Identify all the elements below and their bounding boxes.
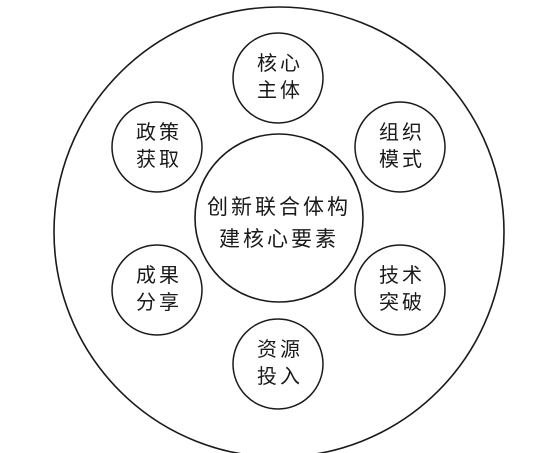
center-element: 创新联合体构 建核心要素	[194, 133, 364, 303]
node-label-line2: 模式	[379, 147, 425, 171]
node-circle	[111, 101, 203, 193]
node-label-line2: 分享	[136, 290, 182, 314]
node-label-line2: 获取	[136, 147, 182, 171]
node-resource-input: 资源 投入	[232, 318, 324, 410]
node-label-line1: 政策	[136, 120, 182, 144]
center-circle	[194, 133, 364, 303]
node-label-line1: 组织	[379, 120, 425, 144]
node-label-line2: 主体	[257, 78, 303, 102]
node-result-sharing: 成果 分享	[111, 244, 203, 336]
node-circle	[232, 32, 324, 124]
node-core-subject: 核心 主体	[232, 32, 324, 124]
node-circle	[232, 318, 324, 410]
node-label-line1: 核心	[257, 51, 303, 75]
node-label-line1: 资源	[257, 337, 303, 361]
node-label-line1: 技术	[379, 263, 425, 287]
node-circle	[354, 101, 446, 193]
node-org-mode: 组织 模式	[354, 101, 446, 193]
node-label-line1: 成果	[136, 263, 182, 287]
node-circle	[354, 244, 446, 336]
center-label-line1: 创新联合体构	[207, 195, 351, 219]
node-tech-breakthrough: 技术 突破	[354, 244, 446, 336]
node-policy-access: 政策 获取	[111, 101, 203, 193]
node-label-line2: 投入	[257, 364, 303, 388]
node-label-line2: 突破	[379, 290, 425, 314]
node-circle	[111, 244, 203, 336]
center-label-line2: 建核心要素	[219, 227, 339, 251]
